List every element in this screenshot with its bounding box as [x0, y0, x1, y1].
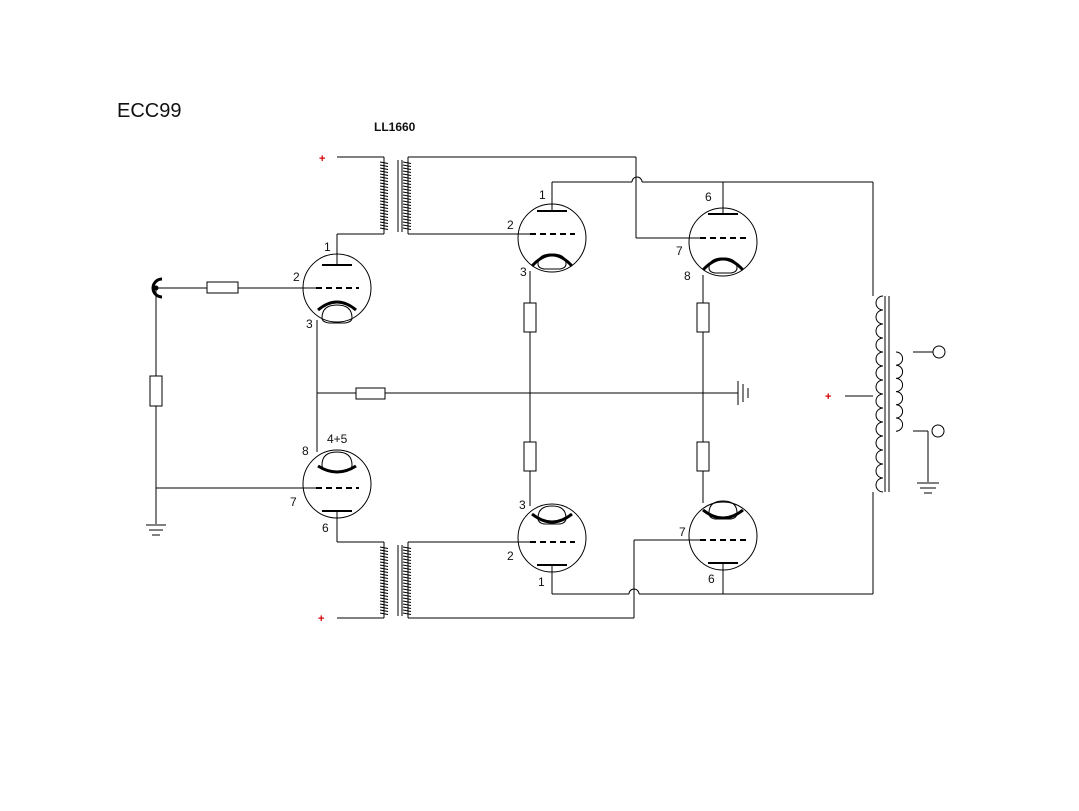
cathode-resistor-column-right [696, 275, 710, 503]
pin-label: 6 [322, 521, 329, 535]
driver-tube-top-left [517, 182, 587, 273]
pin-label: 1 [324, 240, 331, 254]
pin-label: 4+5 [327, 432, 348, 446]
pin-label: 6 [708, 572, 715, 586]
driver-tube-bottom-left [517, 503, 587, 594]
pin-label: 8 [302, 444, 309, 458]
input-tube-bottom [302, 449, 372, 542]
pin-label: 6 [705, 190, 712, 204]
pin-label: 2 [507, 549, 514, 563]
coil-winding [895, 351, 904, 432]
pin-label: 3 [306, 317, 313, 331]
input-shunt-resistor [149, 375, 163, 407]
pin-label: 1 [538, 575, 545, 589]
coil-winding [379, 546, 389, 615]
driver-tube-bottom-right [688, 500, 758, 594]
coil-winding [402, 161, 412, 230]
pin-label: 7 [290, 495, 297, 509]
cathode-resistor-column-left [523, 271, 537, 506]
grid-stopper-resistor [206, 281, 239, 294]
pin-label: 2 [293, 270, 300, 284]
output-transformer [845, 182, 890, 594]
output-wiring [913, 351, 933, 482]
pin-label: 1 [539, 188, 546, 202]
input-tube-top [302, 234, 372, 324]
pin-label: 3 [520, 265, 527, 279]
pin-label: 8 [684, 269, 691, 283]
supply-plus-top: + [319, 153, 325, 165]
ground-icon [737, 381, 749, 405]
bias-resistor [355, 387, 386, 400]
pin-label: 3 [519, 498, 526, 512]
coil-winding [402, 546, 412, 615]
coil-winding [875, 295, 884, 493]
supply-plus-bottom: + [318, 613, 324, 625]
driver-tube-top-right [688, 182, 758, 277]
output-terminal [932, 345, 946, 359]
pin-label: 7 [679, 525, 686, 539]
coil-winding [379, 161, 389, 230]
supply-plus-output: + [825, 391, 831, 403]
pin-label: 7 [676, 244, 683, 258]
transformer-label: LL1660 [374, 120, 416, 134]
ground-icon [146, 524, 166, 536]
schematic-title: ECC99 [117, 100, 181, 122]
ground-icon [917, 482, 939, 494]
crossover-wiring [552, 157, 873, 618]
pin-label: 2 [507, 218, 514, 232]
output-terminal [931, 424, 945, 438]
